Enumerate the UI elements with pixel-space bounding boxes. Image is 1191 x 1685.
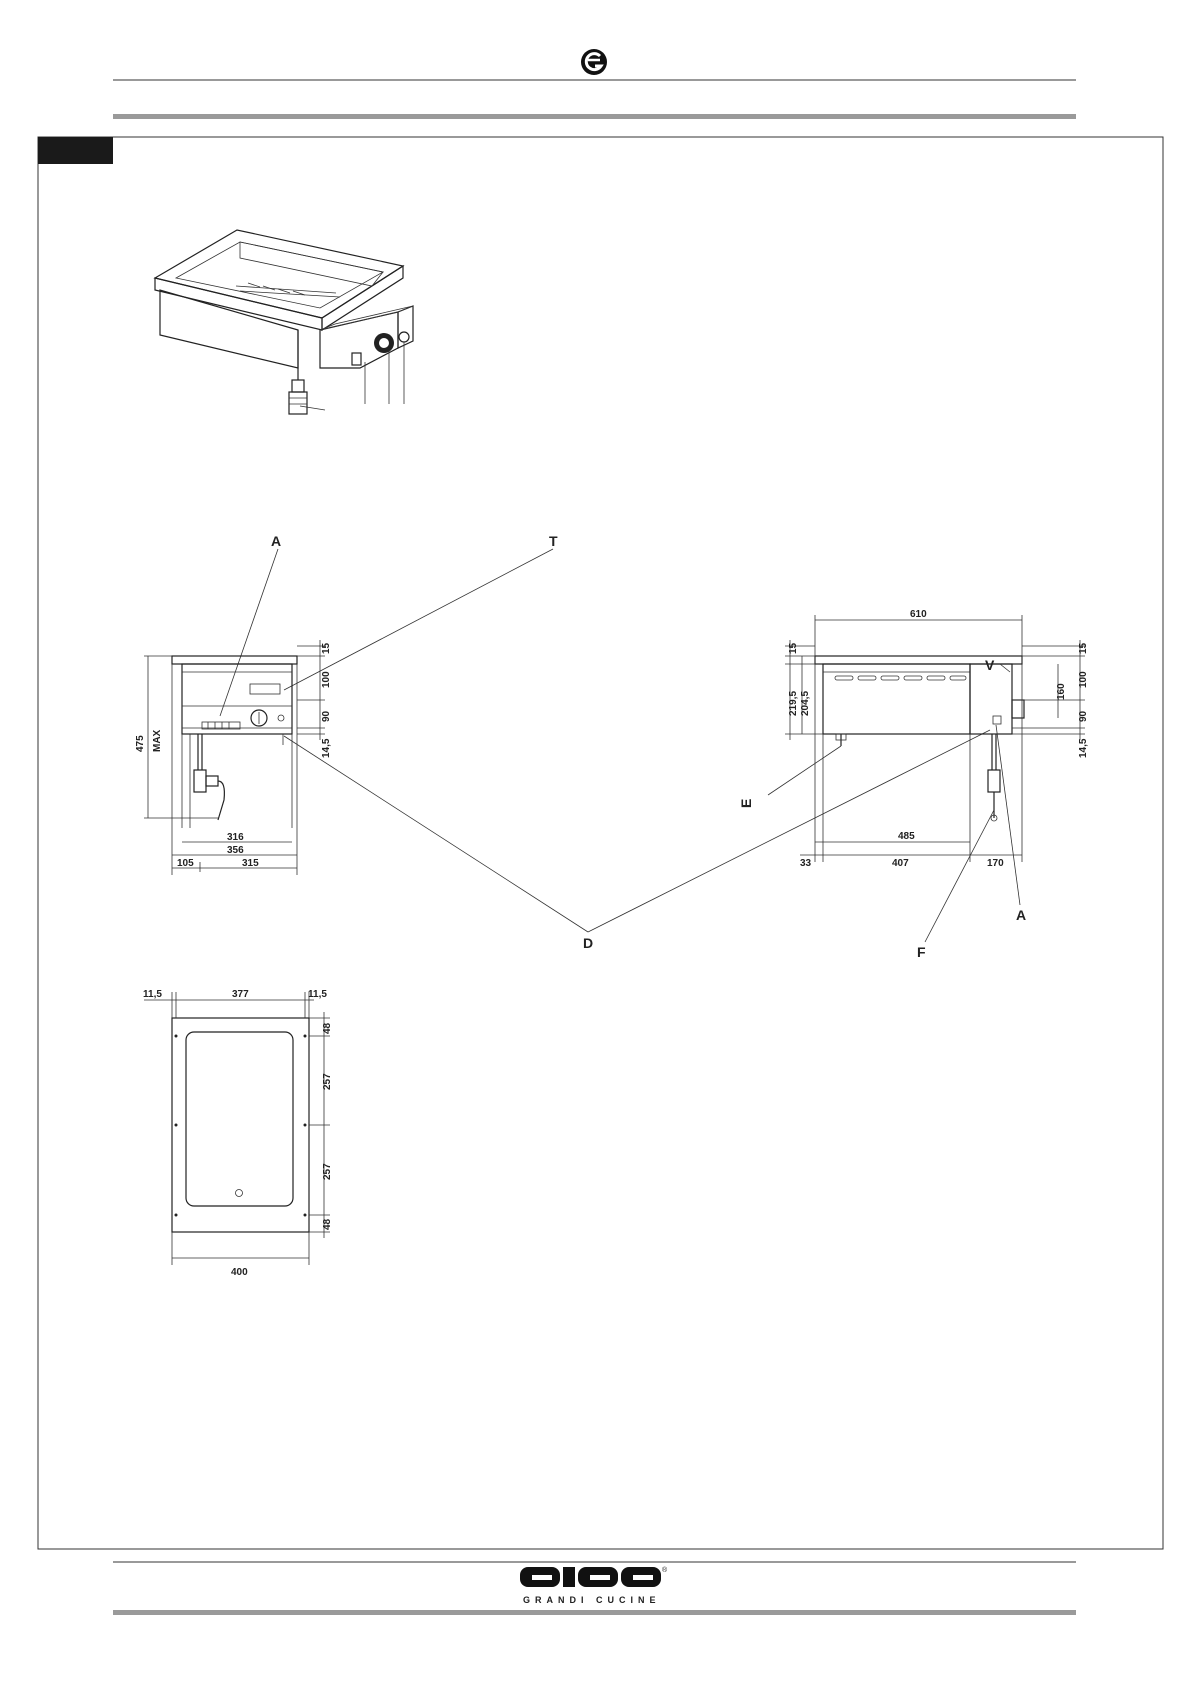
footer: ® GRANDI CUCINE [113, 1562, 1076, 1615]
header-rule-gray [113, 114, 1076, 119]
footer-rule-gray [113, 1610, 1076, 1615]
dim-cutout-11-5-right: 11,5 [308, 989, 327, 1000]
indicator-lamp-icon [399, 332, 409, 342]
dim-front-max: MAX [152, 729, 163, 752]
dim-side-204-5: 204,5 [800, 691, 811, 716]
dim-side-33: 33 [800, 858, 812, 869]
dim-side-485: 485 [898, 831, 915, 842]
callout-v: V [985, 657, 995, 673]
dim-front-105: 105 [177, 858, 194, 869]
dim-cutout-377: 377 [232, 989, 249, 1000]
dim-side-407: 407 [892, 858, 909, 869]
dim-cutout-400: 400 [231, 1267, 248, 1278]
dim-side-left-15: 15 [788, 642, 799, 654]
dim-side-219-5: 219,5 [788, 691, 799, 716]
dim-cutout-257-lower: 257 [322, 1163, 333, 1180]
dim-side-right-100: 100 [1078, 671, 1089, 688]
drain-valve-icon [289, 368, 325, 414]
dim-cutout-11-5-left: 11,5 [143, 989, 162, 1000]
cutout-view: 11,5 377 11,5 48 257 257 48 400 [143, 989, 333, 1278]
registered-mark: ® [662, 1566, 668, 1574]
dim-side-right-15: 15 [1078, 642, 1089, 654]
dim-front-356: 356 [227, 845, 244, 856]
dim-front-90: 90 [321, 710, 332, 722]
content-frame [38, 137, 1163, 1549]
power-switch-icon [352, 353, 361, 365]
callout-d: D [583, 935, 593, 951]
dim-side-right-90: 90 [1078, 710, 1089, 722]
side-view: V E A F 610 485 33 407 170 15 219,5 204,… [588, 609, 1089, 960]
dim-front-15: 15 [321, 642, 332, 654]
dim-side-right-14-5: 14,5 [1078, 738, 1089, 758]
callout-a-front: A [271, 533, 281, 549]
callout-e: E [738, 799, 754, 808]
section-tab [38, 137, 113, 164]
dim-front-100: 100 [321, 671, 332, 688]
dim-side-160: 160 [1056, 683, 1067, 700]
callout-f: F [917, 944, 926, 960]
giga-logo: ® [520, 1566, 668, 1587]
dim-front-475: 475 [135, 735, 146, 752]
dim-side-170: 170 [987, 858, 1004, 869]
dim-cutout-48-top: 48 [322, 1022, 333, 1034]
side-drain-icon [988, 734, 1000, 821]
dim-front-14-5: 14,5 [321, 738, 332, 758]
dim-front-316: 316 [227, 832, 244, 843]
dim-cutout-48-bottom: 48 [322, 1218, 333, 1230]
dim-front-315: 315 [242, 858, 259, 869]
callout-t: T [549, 533, 558, 549]
dim-cutout-257-upper: 257 [322, 1073, 333, 1090]
dim-side-610: 610 [910, 609, 927, 620]
front-drain-icon [194, 734, 224, 820]
isometric-view [155, 230, 413, 414]
brand-tagline: GRANDI CUCINE [523, 1595, 661, 1605]
front-view: A T D 15 100 90 14,5 475 MAX 316 356 105… [135, 533, 593, 951]
header [113, 49, 1076, 119]
callout-a-side: A [1016, 907, 1026, 923]
brand-emblem-icon [581, 49, 607, 75]
